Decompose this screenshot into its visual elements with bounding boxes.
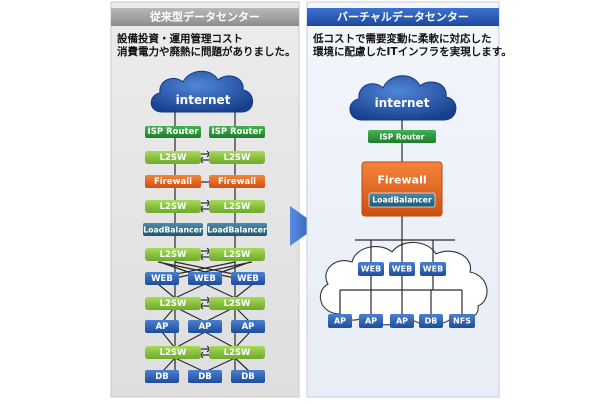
right-firewall: Firewall [361, 161, 443, 217]
svg-text:Firewall: Firewall [154, 177, 192, 187]
svg-text:L2SW: L2SW [224, 202, 251, 212]
transition-arrow-icon [290, 206, 318, 246]
left-firewall-a: Firewall [145, 175, 201, 188]
right-web-3: WEB [420, 262, 446, 276]
right-panel-title: バーチャルデータセンター [337, 10, 469, 24]
left-l2sw-1a: L2SW [145, 151, 201, 164]
svg-text:AP: AP [156, 322, 169, 332]
left-web-1: WEB [145, 272, 179, 285]
right-panel: バーチャルデータセンター 低コストで需要変動に柔軟に対応した 環境に配慮したIT… [306, 1, 512, 398]
svg-text:LoadBalancer: LoadBalancer [143, 226, 203, 235]
left-l2sw-4b: L2SW [209, 297, 265, 310]
svg-text:AP: AP [334, 317, 346, 326]
left-l2sw-3b: L2SW [209, 248, 265, 261]
right-ap-1: AP [328, 314, 352, 328]
left-internet-cloud: internet [150, 70, 254, 113]
svg-text:ISP Router: ISP Router [380, 133, 425, 142]
svg-text:L2SW: L2SW [224, 153, 251, 163]
svg-text:WEB: WEB [361, 265, 381, 274]
right-ap-2: AP [359, 314, 383, 328]
left-desc-line1: 設備投資・運用管理コスト [117, 32, 243, 45]
left-internet-label: internet [176, 93, 231, 107]
svg-text:L2SW: L2SW [160, 299, 187, 309]
left-panel-header [111, 8, 299, 26]
left-l2sw-4a: L2SW [145, 297, 201, 310]
svg-text:L2SW: L2SW [224, 299, 251, 309]
svg-text:WEB: WEB [423, 265, 443, 274]
right-desc-line2: 環境に配慮したITインフラを実現します。 [313, 45, 512, 58]
left-firewall-b: Firewall [209, 175, 265, 188]
svg-text:NFS: NFS [453, 317, 471, 326]
right-db: DB [419, 314, 443, 328]
right-nfs: NFS [449, 314, 475, 328]
svg-text:Firewall: Firewall [377, 174, 426, 187]
svg-text:AP: AP [365, 317, 377, 326]
left-l2sw-2b: L2SW [209, 200, 265, 213]
right-web-1: WEB [358, 262, 384, 276]
left-isp-router-1: ISP Router [145, 126, 201, 138]
svg-text:L2SW: L2SW [160, 348, 187, 358]
left-l2sw-3a: L2SW [145, 248, 201, 261]
svg-text:WEB: WEB [237, 274, 259, 284]
left-l2sw-5a: L2SW [145, 346, 201, 359]
svg-text:ISP Router: ISP Router [148, 127, 200, 137]
svg-text:Firewall: Firewall [218, 177, 256, 187]
svg-text:AP: AP [199, 322, 212, 332]
svg-text:DB: DB [241, 372, 255, 382]
left-db-3: DB [231, 370, 265, 383]
left-panel-title: 従来型データセンター [149, 10, 260, 24]
left-l2sw-1b: L2SW [209, 151, 265, 164]
svg-text:ISP Router: ISP Router [212, 127, 264, 137]
right-internet-label: internet [375, 96, 430, 110]
svg-text:L2SW: L2SW [160, 202, 187, 212]
svg-text:WEB: WEB [392, 265, 412, 274]
left-db-2: DB [188, 370, 222, 383]
svg-text:L2SW: L2SW [160, 153, 187, 163]
right-web-2: WEB [389, 262, 415, 276]
svg-text:AP: AP [396, 317, 408, 326]
svg-text:WEB: WEB [194, 274, 216, 284]
svg-text:AP: AP [242, 322, 255, 332]
left-db-1: DB [145, 370, 179, 383]
svg-text:DB: DB [425, 317, 438, 326]
svg-text:DB: DB [198, 372, 212, 382]
left-ap-3: AP [231, 320, 265, 333]
right-ap-3: AP [390, 314, 414, 328]
svg-text:LoadBalancer: LoadBalancer [372, 196, 432, 205]
left-l2sw-5b: L2SW [209, 346, 265, 359]
right-desc-line1: 低コストで需要変動に柔軟に対応した [312, 32, 492, 45]
right-internet-cloud: internet [349, 75, 457, 121]
left-loadbalancer-a: LoadBalancer [143, 223, 203, 236]
right-loadbalancer: LoadBalancer [368, 192, 436, 208]
svg-text:DB: DB [155, 372, 169, 382]
svg-text:LoadBalancer: LoadBalancer [207, 226, 267, 235]
right-panel-header [307, 8, 499, 26]
svg-text:L2SW: L2SW [224, 250, 251, 260]
right-isp-router: ISP Router [368, 130, 436, 143]
left-ap-1: AP [145, 320, 179, 333]
left-l2sw-2a: L2SW [145, 200, 201, 213]
right-wires [339, 120, 463, 314]
svg-text:WEB: WEB [151, 274, 173, 284]
left-desc-line2: 消費電力や廃熱に問題がありました。 [117, 45, 296, 58]
left-panel-background [110, 1, 300, 398]
svg-text:L2SW: L2SW [160, 250, 187, 260]
left-web-3: WEB [231, 272, 265, 285]
left-web-2: WEB [188, 272, 222, 285]
left-ap-2: AP [188, 320, 222, 333]
left-panel: 従来型データセンター 設備投資・運用管理コスト 消費電力や廃熱に問題がありました… [110, 1, 300, 398]
left-isp-router-2: ISP Router [209, 126, 265, 138]
svg-text:L2SW: L2SW [224, 348, 251, 358]
left-loadbalancer-b: LoadBalancer [207, 223, 267, 236]
